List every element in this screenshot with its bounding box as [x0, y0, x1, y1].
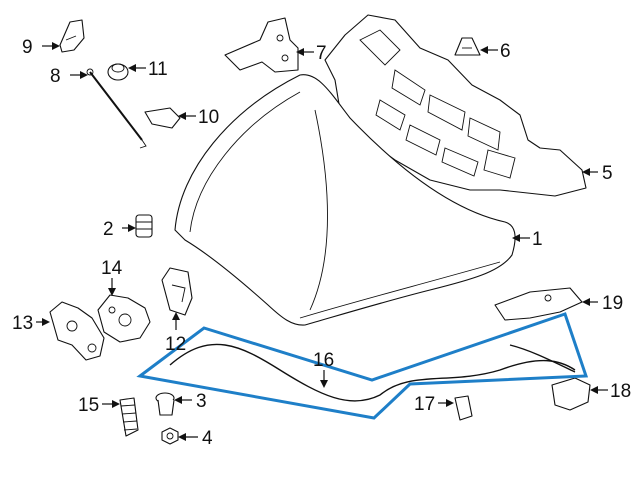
callout-17: 17: [414, 394, 454, 415]
part-12-bracket: [161, 267, 193, 316]
callout-6-label: 6: [500, 41, 511, 62]
callout-3-label: 3: [196, 391, 207, 412]
callout-10: 10: [178, 107, 219, 128]
part-19-release-lever: [494, 287, 583, 321]
part-1-hood-panel: [174, 74, 516, 326]
callout-18-label: 18: [610, 381, 631, 402]
part-18-handle: [551, 377, 591, 411]
callout-9-label: 9: [22, 37, 33, 58]
callout-19: 19: [582, 293, 623, 314]
callout-16-label: 16: [313, 350, 334, 371]
callout-7-label: 7: [316, 43, 327, 64]
callout-2: 2: [103, 219, 136, 240]
callout-19-label: 19: [602, 293, 623, 314]
callout-17-label: 17: [414, 394, 435, 415]
part-10-clip-bracket: [144, 107, 181, 129]
part-15-bumper: [119, 397, 139, 437]
callout-10-label: 10: [198, 107, 219, 128]
callout-12-label: 12: [165, 334, 186, 355]
cable-highlight-outline: [136, 312, 589, 420]
callout-4-label: 4: [202, 428, 213, 449]
part-2-bumper: [135, 214, 153, 238]
callout-8-label: 8: [50, 66, 61, 87]
callout-14: 14: [101, 258, 123, 296]
part-17-cable-clip: [454, 395, 473, 421]
part-14-latch: [97, 294, 151, 343]
part-8-prop-rod: [86, 68, 147, 149]
part-16-release-cable: [169, 343, 576, 402]
callout-7: 7: [296, 43, 327, 64]
callout-11: 11: [128, 59, 168, 80]
part-6-clip: [454, 37, 481, 56]
callout-1-label: 1: [532, 229, 543, 250]
callout-13-label: 13: [12, 313, 33, 334]
callout-15: 15: [78, 395, 120, 416]
part-3-buffer: [155, 392, 175, 416]
callout-12: 12: [165, 312, 186, 355]
callout-6: 6: [480, 41, 511, 62]
callout-18: 18: [590, 381, 631, 402]
callout-4: 4: [178, 428, 213, 449]
callout-14-label: 14: [101, 258, 123, 279]
callout-16: 16: [313, 350, 334, 388]
callout-11-label: 11: [148, 59, 168, 80]
callout-13: 13: [12, 313, 50, 334]
part-7-hinge-bracket: [224, 17, 299, 73]
callout-8: 8: [50, 66, 88, 87]
callout-1: 1: [512, 229, 543, 250]
callout-3: 3: [174, 391, 207, 412]
part-4-nut: [161, 427, 179, 445]
callout-2-label: 2: [103, 219, 114, 240]
callout-5: 5: [582, 163, 613, 184]
callout-15-label: 15: [78, 395, 99, 416]
part-9-latch-switch: [59, 19, 85, 53]
part-11-grommet: [107, 63, 129, 81]
part-13-lock-assembly: [49, 301, 105, 361]
callout-5-label: 5: [602, 163, 613, 184]
callout-9: 9: [22, 37, 60, 58]
